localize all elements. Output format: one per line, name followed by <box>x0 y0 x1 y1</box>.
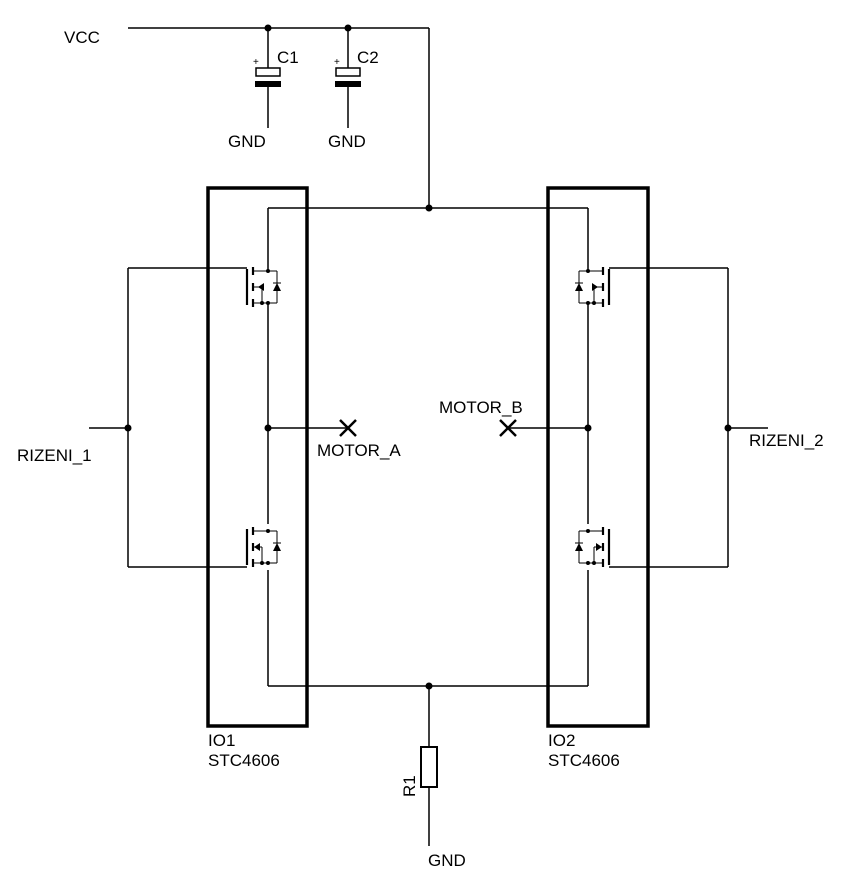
io1-upper-mosfet <box>245 265 283 309</box>
io1-package <box>206 186 309 728</box>
vcc-label: VCC <box>64 28 100 47</box>
motor-b-terminal <box>499 419 517 437</box>
io1-part: STC4606 <box>208 751 280 770</box>
io2-lower-mosfet <box>573 525 611 569</box>
io1-ref: IO1 <box>208 731 235 750</box>
c2-gnd-label: GND <box>328 132 366 151</box>
io2-part: STC4606 <box>548 751 620 770</box>
capacitor-c1 <box>255 28 281 128</box>
motor-a-label: MOTOR_A <box>317 441 401 460</box>
r1-ref: R1 <box>400 775 419 797</box>
c2-ref: C2 <box>357 48 379 67</box>
junction-rizeni-2 <box>724 424 732 432</box>
c1-ref: C1 <box>277 48 299 67</box>
io2-upper-mosfet <box>573 265 611 309</box>
io2-ref: IO2 <box>548 731 575 750</box>
rizeni-2-label: RIZENI_2 <box>749 431 824 450</box>
resistor-r1 <box>420 686 438 846</box>
c2-polarity: + <box>334 57 340 68</box>
junction-top-rail <box>425 204 433 212</box>
motor-b-label: MOTOR_B <box>439 398 523 417</box>
c1-gnd-label: GND <box>228 132 266 151</box>
io1-lower-mosfet <box>245 525 283 569</box>
motor-a-terminal <box>339 419 357 437</box>
io2-package <box>546 186 650 728</box>
junction-rizeni-1 <box>124 424 132 432</box>
r1-gnd-label: GND <box>428 851 466 870</box>
capacitor-c2 <box>335 28 361 128</box>
c1-polarity: + <box>253 57 259 68</box>
rizeni-1-label: RIZENI_1 <box>17 446 92 465</box>
